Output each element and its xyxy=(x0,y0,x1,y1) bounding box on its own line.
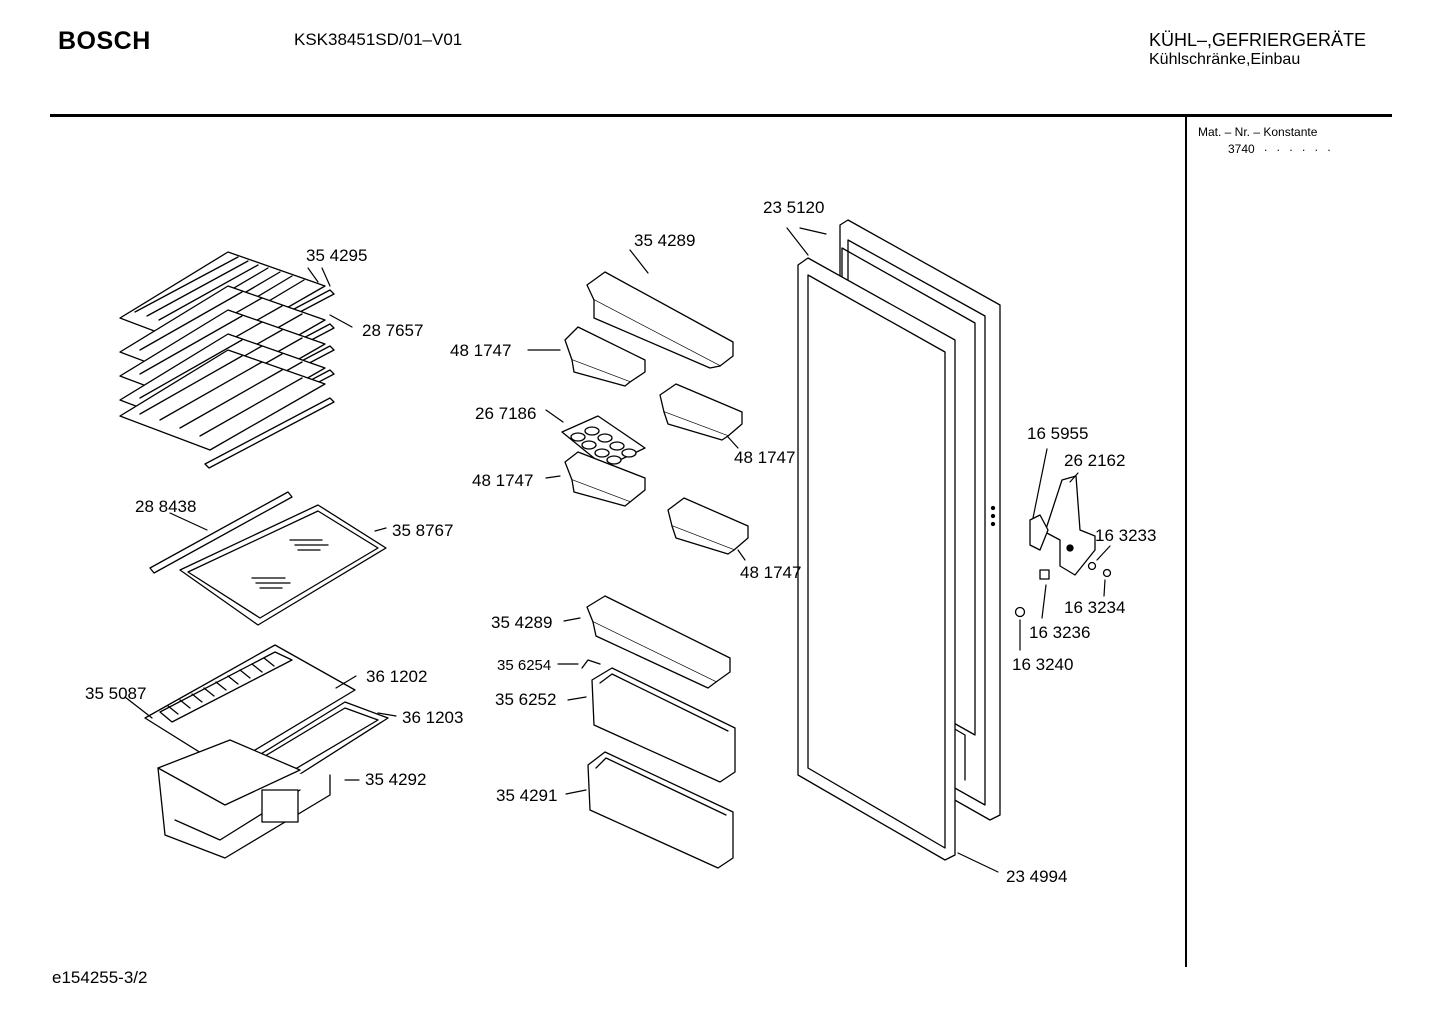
part-label-48-1747: 48 1747 xyxy=(450,341,512,360)
part-label-16-3236: 16 3236 xyxy=(1029,623,1091,642)
part-label-26-2162: 26 2162 xyxy=(1064,451,1126,470)
brand-logo: BOSCH xyxy=(58,27,151,55)
door-bin-deep xyxy=(588,752,733,868)
part-label-35-4289: 35 4289 xyxy=(634,231,696,250)
part-label-35-6254: 35 6254 xyxy=(497,657,552,674)
material-number-dots: . . . . . . xyxy=(1264,140,1334,154)
part-label-35-6252: 35 6252 xyxy=(495,690,557,709)
part-label-35-4295: 35 4295 xyxy=(306,246,368,265)
part-label-16-3233: 16 3233 xyxy=(1095,526,1157,545)
part-label-48-1747: 48 1747 xyxy=(740,563,802,582)
part-label-28-7657: 28 7657 xyxy=(362,321,424,340)
part-label-16-3234: 16 3234 xyxy=(1064,598,1126,617)
egg-tray xyxy=(562,416,645,467)
part-label-23-5120: 23 5120 xyxy=(763,198,825,217)
part-label-23-4994: 23 4994 xyxy=(1006,867,1068,886)
hinge-assembly xyxy=(1016,476,1111,617)
model-number: KSK38451SD/01–V01 xyxy=(294,30,463,49)
door-bin-small xyxy=(565,327,645,386)
part-label-26-7186: 26 7186 xyxy=(475,404,537,423)
part-label-35-4291: 35 4291 xyxy=(496,786,558,805)
material-number-title: Mat. – Nr. – Konstante xyxy=(1198,125,1318,139)
door-bin-large xyxy=(587,272,733,368)
door-bin-small xyxy=(668,498,748,554)
door-bin-deep xyxy=(592,668,735,782)
crisper-drawer xyxy=(158,740,330,858)
part-label-48-1747: 48 1747 xyxy=(734,448,796,467)
part-label-36-1202: 36 1202 xyxy=(366,667,428,686)
bin-clip xyxy=(582,660,600,668)
side-panel-divider xyxy=(1185,117,1187,967)
diagram-code: e154255-3/2 xyxy=(52,968,148,987)
leader-lines xyxy=(125,228,1110,872)
door-bin-small xyxy=(565,452,645,506)
category-subtitle: Kühlschränke,Einbau xyxy=(1149,51,1301,68)
part-label-28-8438: 28 8438 xyxy=(135,497,197,516)
part-label-16-5955: 16 5955 xyxy=(1027,424,1089,443)
header-rule xyxy=(50,114,1392,117)
door-gasket xyxy=(798,258,955,860)
category-title: KÜHL–,GEFRIERGERÄTE xyxy=(1149,30,1367,50)
part-label-36-1203: 36 1203 xyxy=(402,708,464,727)
part-label-48-1747: 48 1747 xyxy=(472,471,534,490)
part-label-35-8767: 35 8767 xyxy=(392,521,454,540)
part-label-35-5087: 35 5087 xyxy=(85,684,147,703)
material-number-value: 3740 xyxy=(1228,142,1255,156)
part-label-35-4292: 35 4292 xyxy=(365,770,427,789)
wire-shelf xyxy=(120,350,334,468)
part-label-35-4289: 35 4289 xyxy=(491,613,553,632)
glass-shelf xyxy=(150,492,386,625)
door-bin-large xyxy=(587,596,730,688)
door-bin-small xyxy=(660,384,742,440)
wire-shelf-group xyxy=(120,252,334,468)
part-label-16-3240: 16 3240 xyxy=(1012,655,1074,674)
